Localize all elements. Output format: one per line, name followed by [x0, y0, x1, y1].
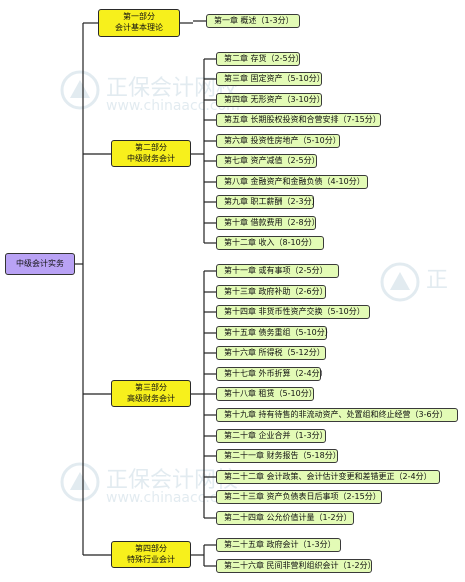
- chapter-node[interactable]: 第二十三章 资产负债表日后事项（2-15分）: [216, 490, 382, 504]
- part-number: 第三部分: [135, 383, 167, 392]
- chapter-label: 第十五章 债务重组（5-10分）: [224, 328, 333, 337]
- part-number: 第四部分: [135, 544, 167, 553]
- chapter-label: 第十章 借款费用（2-8分）: [224, 218, 320, 227]
- part-node-4[interactable]: 第四部分 特殊行业会计: [111, 541, 191, 568]
- chapter-node[interactable]: 第十五章 债务重组（5-10分）: [216, 326, 333, 340]
- part-node-1[interactable]: 第一部分 会计基本理论: [98, 9, 180, 37]
- chapter-label: 第四章 无形资产（3-10分）: [224, 95, 325, 104]
- chapter-label: 第十二章 收入（8-10分）: [224, 238, 317, 247]
- chapter-node[interactable]: 第十一章 或有事项（2-5分）: [216, 264, 339, 278]
- chapter-label: 第十六章 所得税（5-12分）: [224, 348, 325, 357]
- chapter-node[interactable]: 第二十章 企业合并（1-3分）: [216, 429, 328, 443]
- chapter-node[interactable]: 第十七章 外币折算（2-4分）: [216, 367, 328, 381]
- chapter-label: 第八章 金融资产和金融负债（4-10分）: [224, 177, 365, 186]
- chapter-label: 第十九章 持有待售的非流动资产、处置组和终止经营（3-6分）: [224, 410, 448, 419]
- part-node-3[interactable]: 第三部分 高级财务会计: [111, 380, 191, 407]
- chapter-label: 第十三章 政府补助（2-6分）: [224, 287, 328, 296]
- chapter-label: 第一章 概述（1-3分）: [214, 16, 294, 25]
- chapter-node[interactable]: 第四章 无形资产（3-10分）: [216, 93, 325, 107]
- part-node-2[interactable]: 第二部分 中级财务会计: [111, 140, 191, 167]
- chapter-label: 第二十一章 财务报告（5-18分）: [224, 451, 341, 460]
- chapter-node[interactable]: 第六章 投资性房地产（5-10分）: [216, 134, 341, 148]
- chapter-label: 第九章 职工薪酬（2-3分）: [224, 197, 320, 206]
- chapter-label: 第二十四章 公允价值计量（1-2分）: [224, 513, 352, 522]
- chapter-node[interactable]: 第十章 借款费用（2-8分）: [216, 216, 320, 230]
- part-number: 第一部分: [123, 12, 155, 21]
- part-title: 特殊行业会计: [127, 555, 175, 564]
- chapter-node[interactable]: 第十六章 所得税（5-12分）: [216, 346, 326, 360]
- chapter-label: 第十一章 或有事项（2-5分）: [224, 266, 328, 275]
- chapter-label: 第三章 固定资产（5-10分）: [224, 74, 325, 83]
- chapter-node[interactable]: 第二十六章 民间非营利组织会计（1-2分）: [216, 559, 376, 573]
- chapter-node[interactable]: 第三章 固定资产（5-10分）: [216, 72, 325, 86]
- chapter-node[interactable]: 第一章 概述（1-3分）: [206, 14, 300, 28]
- chapter-node[interactable]: 第十四章 非货币性资产交换（5-10分）: [216, 305, 370, 319]
- chapter-node[interactable]: 第十二章 收入（8-10分）: [216, 236, 324, 250]
- chapter-node[interactable]: 第十九章 持有待售的非流动资产、处置组和终止经营（3-6分）: [216, 408, 458, 422]
- chapter-label: 第五章 长期股权投资和合营安排（7-15分）: [224, 115, 381, 124]
- chapter-node[interactable]: 第八章 金融资产和金融负债（4-10分）: [216, 175, 368, 189]
- chapter-node[interactable]: 第七章 资产减值（2-5分）: [216, 154, 320, 168]
- chapter-label: 第十七章 外币折算（2-4分）: [224, 369, 328, 378]
- chapter-label: 第二十六章 民间非营利组织会计（1-2分）: [224, 561, 376, 570]
- chapter-node[interactable]: 第二十二章 会计政策、会计估计变更和差错更正（2-4分）: [216, 470, 440, 484]
- part-title: 会计基本理论: [115, 23, 163, 32]
- chapter-node[interactable]: 第二十一章 财务报告（5-18分）: [216, 449, 341, 463]
- chapter-label: 第二十五章 政府会计（1-3分）: [224, 540, 336, 549]
- chapter-node[interactable]: 第十三章 政府补助（2-6分）: [216, 285, 328, 299]
- chapter-label: 第七章 资产减值（2-5分）: [224, 156, 320, 165]
- chapter-label: 第二十三章 资产负债表日后事项（2-15分）: [224, 492, 381, 501]
- chapter-label: 第十八章 租赁（5-10分）: [224, 389, 317, 398]
- chapter-node[interactable]: 第二十五章 政府会计（1-3分）: [216, 538, 341, 552]
- root-node[interactable]: 中级会计实务: [5, 253, 75, 275]
- chapter-label: 第二十章 企业合并（1-3分）: [224, 431, 328, 440]
- root-label: 中级会计实务: [16, 259, 64, 268]
- part-number: 第二部分: [135, 143, 167, 152]
- chapter-label: 第二章 存货（2-5分）: [224, 54, 304, 63]
- chapter-node[interactable]: 第二十四章 公允价值计量（1-2分）: [216, 511, 354, 525]
- chapter-node[interactable]: 第二章 存货（2-5分）: [216, 52, 304, 66]
- part-title: 高级财务会计: [127, 394, 175, 403]
- chapter-label: 第六章 投资性房地产（5-10分）: [224, 136, 341, 145]
- chapter-node[interactable]: 第五章 长期股权投资和合营安排（7-15分）: [216, 113, 381, 127]
- chapter-node[interactable]: 第九章 职工薪酬（2-3分）: [216, 195, 320, 209]
- chapter-node[interactable]: 第十八章 租赁（5-10分）: [216, 387, 317, 401]
- part-title: 中级财务会计: [127, 154, 175, 163]
- chapter-label: 第二十二章 会计政策、会计估计变更和差错更正（2-4分）: [224, 472, 432, 481]
- chapter-label: 第十四章 非货币性资产交换（5-10分）: [224, 307, 365, 316]
